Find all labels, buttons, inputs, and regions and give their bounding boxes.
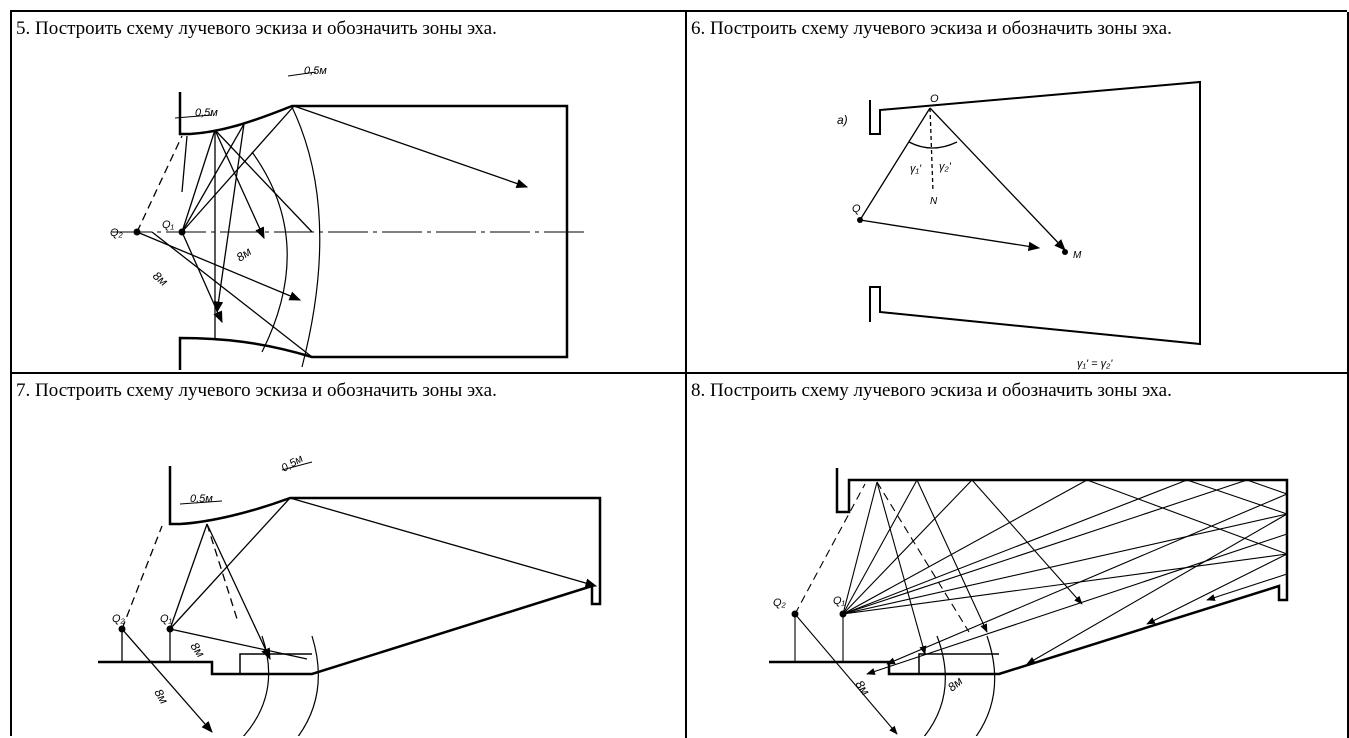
source-q-dot <box>857 217 863 223</box>
radius-arcs <box>251 106 321 368</box>
task-5-text: 5. Построить схему лучевого эскиза и обо… <box>16 18 497 39</box>
radius-label-b: 8м <box>151 687 171 707</box>
source-q2-dot <box>791 610 799 618</box>
source-q1-dot <box>166 625 174 633</box>
ray-diagram-hall-8: Q₂ Q₁ 8м 8м <box>769 468 1289 736</box>
source-q2-label: Q₂ <box>110 227 124 239</box>
source-q2-dot <box>133 228 141 236</box>
source-points <box>133 228 186 236</box>
source-q1-label: Q₁ <box>162 219 175 231</box>
source-q2-dot <box>118 625 126 633</box>
gap-label-left: 0,5м <box>190 493 213 505</box>
point-m-label: M <box>1073 250 1082 261</box>
ray-lines <box>794 479 1288 735</box>
radius-arcs <box>923 635 996 736</box>
dimension-marks <box>174 71 317 119</box>
hall-outline <box>769 468 1289 676</box>
radius-label-b: 8м <box>945 674 965 694</box>
task-7-text: 7. Построить схему лучевого эскиза и обо… <box>16 380 497 401</box>
source-q2-label: Q₂ <box>773 597 787 609</box>
radius-label-a: 8м <box>150 269 170 289</box>
point-q-label: Q <box>852 203 861 215</box>
task-cell-7: 0,5м 0,5м Q₂ Q₁ 8м 8м 7. Построить схему… <box>12 374 687 738</box>
point-o-label: О <box>930 93 939 105</box>
radius-arcs <box>242 635 319 736</box>
radius-label-a: 8м <box>853 678 873 698</box>
gap-label-right: 0,5м <box>304 65 327 77</box>
task-cell-6: а) О Q γ₁' γ₂' N M γ₁' = γ₂' 6. Построит… <box>687 12 1349 374</box>
gap-label-left: 0,5м <box>195 107 218 119</box>
task-cell-8: Q₂ Q₁ 8м 8м 8. Построить схему лучевого … <box>687 374 1349 738</box>
angle-equation: γ₁' = γ₂' <box>1077 358 1113 370</box>
task-table: 0,5м 0,5м Q₂ Q₁ 8м 8м 5. Построить схему… <box>10 10 1349 738</box>
ray-lines <box>121 497 598 733</box>
source-q1-label: Q₁ <box>833 595 846 607</box>
task-cell-5: 0,5м 0,5м Q₂ Q₁ 8м 8м 5. Построить схему… <box>12 12 687 374</box>
figure-letter: а) <box>837 113 848 127</box>
gap-label-right: 0,5м <box>280 453 306 475</box>
ray-diagram-reflection-6: а) О Q γ₁' γ₂' N M γ₁' = γ₂' <box>837 80 1201 370</box>
angle-right-label: γ₂' <box>939 161 952 173</box>
ray-lines <box>859 107 1066 251</box>
radius-label-b: 8м <box>234 244 254 264</box>
source-q1-dot <box>839 610 847 618</box>
ray-diagram-hall-7: 0,5м 0,5м Q₂ Q₁ 8м 8м <box>98 453 602 736</box>
source-q2-label: Q₂ <box>112 613 126 625</box>
hall-outline <box>869 80 1201 346</box>
hall-outline <box>98 466 602 676</box>
ray-lines <box>136 105 529 358</box>
point-m-dot <box>1062 249 1068 255</box>
source-q1-dot <box>178 228 186 236</box>
source-q1-label: Q₁ <box>160 613 173 625</box>
task-8-text: 8. Построить схему лучевого эскиза и обо… <box>691 380 1172 401</box>
task-6-text: 6. Построить схему лучевого эскиза и обо… <box>691 18 1172 39</box>
normal-label: N <box>930 196 938 207</box>
radius-label-a: 8м <box>188 640 208 660</box>
ray-diagram-hall-5: 0,5м 0,5м Q₂ Q₁ 8м 8м <box>110 65 587 370</box>
angle-left-label: γ₁' <box>910 163 922 175</box>
